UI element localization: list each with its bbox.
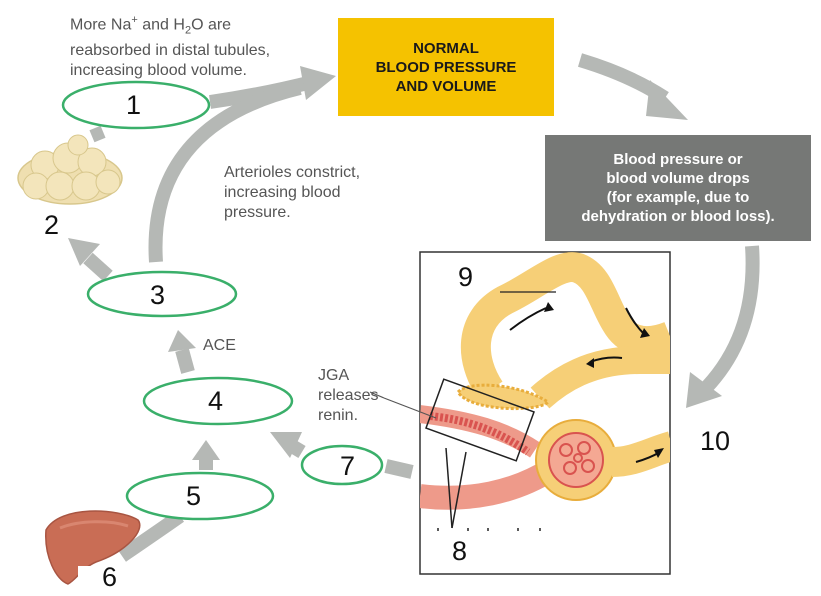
liver: [45, 510, 141, 585]
arrow-4-to-3: [175, 348, 195, 374]
cycle-arrows: [68, 53, 760, 562]
jga-pointer-2: [369, 391, 385, 399]
label-8-mask: [436, 532, 486, 568]
flow-arrow-4-head: [654, 448, 664, 458]
arterioles-line1: Arterioles constrict,: [224, 164, 361, 181]
label-7: 7: [340, 451, 356, 481]
oval-5: [125, 471, 275, 521]
normal-line3: AND VOLUME: [395, 77, 497, 95]
arrow-adipose-to-1: [89, 125, 106, 143]
arterioles-annotation: Arterioles constrict, increasing blood p…: [224, 163, 404, 223]
distal-line1: More Na+ and H2O are: [70, 10, 330, 41]
bp-drop-text: Blood pressure or blood volume drops (fo…: [545, 135, 811, 241]
arterioles-line2: increasing blood: [224, 184, 341, 201]
drop-line1: Blood pressure or: [613, 151, 743, 168]
oval-3: [86, 270, 238, 318]
label-line-8a: [445, 447, 453, 529]
oval-1: [61, 80, 211, 130]
distal-plus: +: [131, 14, 138, 26]
adipose-tissue: [17, 134, 123, 205]
distal-line3: increasing blood volume.: [70, 61, 247, 79]
flow-arrow-3-head: [586, 358, 594, 368]
macula-densa: [456, 383, 551, 410]
arrow-kidney-to-7: [384, 459, 414, 479]
label-9: 9: [458, 262, 474, 292]
label-8: 8: [452, 536, 468, 566]
label-1: 1: [126, 90, 142, 120]
label-4: 4: [208, 386, 224, 416]
arrow-3-to-2: [83, 252, 113, 282]
bp-drop-box: [545, 135, 811, 241]
drop-line3: (for example, due to: [606, 189, 750, 206]
distal-text-a: More Na: [70, 16, 132, 34]
jga-line2: releases: [318, 387, 379, 404]
normal-line2: BLOOD PRESSURE: [375, 58, 517, 76]
normal-bp-text: NORMAL BLOOD PRESSURE AND VOLUME: [338, 18, 554, 116]
arrow-7-to-4-head: [270, 432, 302, 458]
oval-group: [61, 80, 384, 521]
jg-cells: [429, 412, 531, 456]
distal-annotation: More Na+ and H2O are reabsorbed in dista…: [70, 10, 330, 81]
distal-text-b: and H: [137, 16, 185, 34]
kidney-drawing: [420, 252, 670, 568]
arrow-5-to-4-head: [192, 440, 220, 460]
distal-text-c: O are: [191, 16, 232, 34]
label-6: 6: [102, 562, 118, 592]
jga-pointer: [383, 397, 437, 419]
flow-arrow-1-head: [544, 302, 554, 312]
arrow-to-normal-head: [300, 66, 336, 100]
flow-arrow-1: [509, 307, 547, 331]
glomerulus: [548, 432, 604, 488]
liver-mask: [78, 566, 122, 596]
distal-sub: 2: [184, 24, 192, 37]
jga-line3: renin.: [318, 407, 359, 424]
label-3: 3: [150, 280, 166, 310]
normal-line1: NORMAL: [413, 39, 479, 57]
arrow-normal-to-drop-head: [646, 80, 688, 120]
ace-label: ACE: [203, 337, 236, 354]
jga-annotation: JGA releases renin.: [318, 366, 408, 426]
label-10: 10: [700, 426, 731, 456]
afferent-arteriole: [420, 459, 557, 510]
label-5: 5: [186, 481, 202, 511]
drop-text-wrap: Blood pressure or blood volume drops (fo…: [581, 150, 774, 226]
arrow-arteriole-arc: [148, 81, 302, 263]
arterioles-line3: pressure.: [224, 204, 291, 221]
label-2: 2: [44, 210, 60, 240]
oval-7: [300, 444, 384, 486]
proximal-tubule: [611, 431, 670, 477]
jga-line1: JGA: [318, 367, 350, 384]
distal-tubule: [460, 252, 670, 399]
glomerulus-loops: [559, 441, 595, 475]
arrow-4-to-3-head: [168, 330, 196, 352]
panel-tick-marks: [437, 528, 541, 531]
arrow-3-to-2-head: [68, 238, 100, 266]
normal-bp-box: [338, 18, 554, 116]
label-line-8b: [451, 451, 467, 529]
jga-outline: [425, 378, 535, 462]
flow-arrow-2-head: [640, 328, 650, 338]
ascending-limb: [530, 346, 670, 409]
arrow-drop-to-kidney-head: [686, 372, 722, 408]
normal-text-wrap: NORMAL BLOOD PRESSURE AND VOLUME: [376, 39, 517, 96]
drop-line4: dehydration or blood loss).: [581, 208, 775, 225]
arrow-drop-to-kidney: [700, 245, 760, 393]
oval-4: [142, 376, 294, 426]
distal-line2: reabsorbed in distal tubules,: [70, 41, 271, 59]
drop-line2: blood volume drops: [606, 170, 750, 187]
